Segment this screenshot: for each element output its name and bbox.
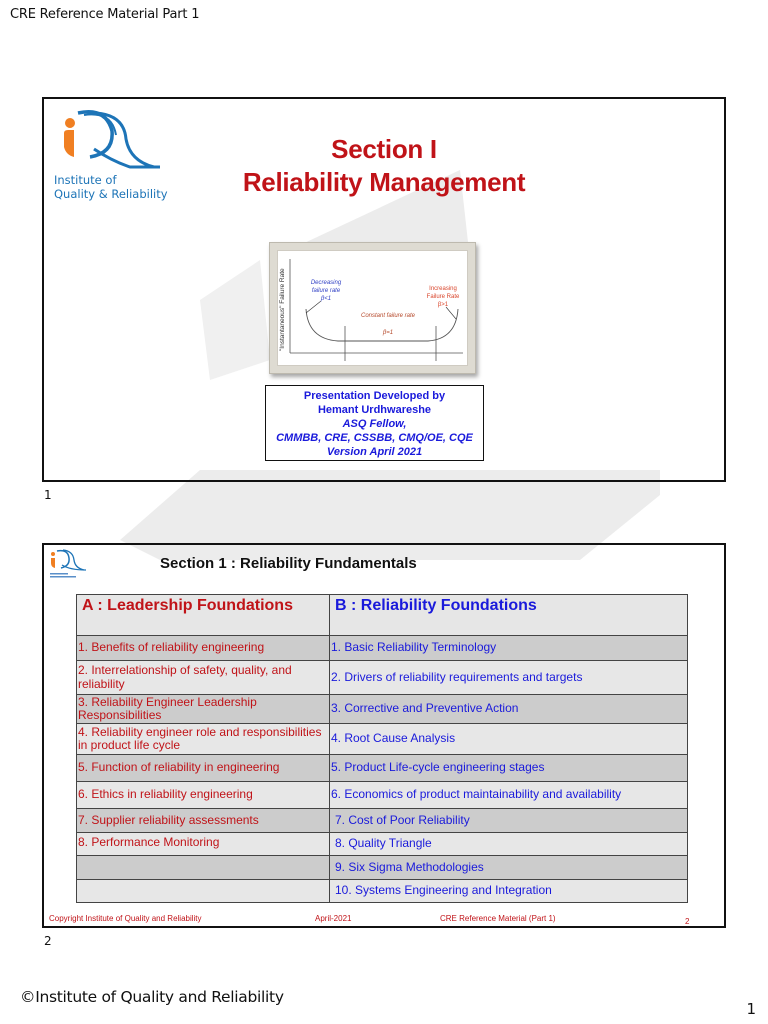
increasing-label: Increasing	[429, 286, 457, 292]
document-header: CRE Reference Material Part 1	[10, 7, 200, 22]
leadership-topic	[76, 879, 330, 903]
constant-label: Constant failure rate	[361, 313, 416, 319]
table-row: 4. Reliability engineer role and respons…	[76, 723, 688, 755]
leadership-topic	[76, 855, 330, 880]
slide-footer-copyright: Copyright Institute of Quality and Relia…	[49, 914, 202, 923]
reliability-topic: 9. Six Sigma Methodologies	[329, 855, 688, 880]
leadership-topic: 6. Ethics in reliability engineering	[76, 781, 330, 809]
presenter-credits: Presentation Developed by Hemant Urdhwar…	[265, 385, 484, 461]
credit-certifications: CMMBB, CRE, CSSBB, CMQ/OE, CQE	[276, 432, 473, 444]
leadership-topic: 3. Reliability Engineer Leadership Respo…	[76, 694, 330, 724]
credit-fellow: ASQ Fellow,	[342, 418, 407, 430]
reliability-topic: 2. Drivers of reliability requirements a…	[329, 660, 688, 695]
bathtub-curve-chart: "Instantaneous" Failure Rate Decreasing …	[279, 259, 463, 361]
logo-line-2: Quality & Reliability	[54, 187, 168, 201]
reliability-topic: 1. Basic Reliability Terminology	[329, 635, 688, 661]
title-line-2: Reliability Management	[242, 167, 526, 197]
slide-title: Section 1 : Reliability Fundamentals	[160, 555, 417, 572]
decreasing-label: Decreasing	[311, 280, 342, 286]
credit-author: Hemant Urdhwareshe	[317, 404, 432, 416]
reliability-topic: 4. Root Cause Analysis	[329, 723, 688, 755]
reliability-topic: 7. Cost of Poor Reliability	[329, 808, 688, 833]
topics-table: A : Leadership Foundations B : Reliabili…	[76, 594, 688, 903]
slide-footer-page: 2	[685, 917, 690, 926]
table-row: 5. Function of reliability in engineerin…	[76, 754, 688, 782]
document-copyright: ©Institute of Quality and Reliability	[20, 988, 284, 1006]
credit-version: Version April 2021	[326, 446, 423, 458]
slide-footer-date: April-2021	[315, 914, 352, 923]
credit-line-1: Presentation Developed by	[303, 390, 446, 402]
increasing-label-2: Failure Rate	[427, 294, 460, 300]
table-row: 3. Reliability Engineer Leadership Respo…	[76, 694, 688, 724]
increasing-beta: β>1	[438, 302, 449, 308]
reliability-topic: 3. Corrective and Preventive Action	[329, 694, 688, 724]
iqr-logo-icon	[50, 549, 86, 578]
reliability-topic: 8. Quality Triangle	[329, 832, 688, 856]
table-row: 8. Performance Monitoring 8. Quality Tri…	[76, 832, 688, 856]
decreasing-beta: β<1	[320, 296, 331, 302]
table-row: 6. Ethics in reliability engineering 6. …	[76, 781, 688, 809]
table-row: 2. Interrelationship of safety, quality,…	[76, 660, 688, 695]
slide-number-2: 2	[44, 934, 52, 948]
leadership-topic: 8. Performance Monitoring	[76, 832, 330, 856]
table-row: 1. Benefits of reliability engineering 1…	[76, 635, 688, 661]
column-header-leadership: A : Leadership Foundations	[76, 594, 330, 636]
leadership-topic: 7. Supplier reliability assessments	[76, 808, 330, 833]
slide-number-1: 1	[44, 488, 52, 502]
slide-footer-doc: CRE Reference Material (Part 1)	[440, 914, 556, 923]
table-row: 7. Supplier reliability assessments 7. C…	[76, 808, 688, 833]
reliability-topic: 6. Economics of product maintainability …	[329, 781, 688, 809]
slide-1-title: Institute of Quality & Reliability Secti…	[42, 97, 726, 482]
logo-text: Institute of Quality & Reliability	[54, 173, 168, 201]
reliability-topic: 10. Systems Engineering and Integration	[329, 879, 688, 903]
table-row: 9. Six Sigma Methodologies	[76, 855, 688, 880]
title-line-1: Section I	[331, 134, 437, 164]
decreasing-label-2: failure rate	[312, 288, 341, 294]
bathtub-curve-figure: "Instantaneous" Failure Rate Decreasing …	[269, 242, 476, 374]
column-header-reliability: B : Reliability Foundations	[329, 594, 688, 636]
leadership-topic: 2. Interrelationship of safety, quality,…	[76, 660, 330, 695]
slide-title: Section I Reliability Management	[204, 133, 564, 199]
reliability-topic: 5. Product Life-cycle engineering stages	[329, 754, 688, 782]
y-axis-label: "Instantaneous" Failure Rate	[279, 268, 286, 351]
iqr-logo-icon	[64, 110, 160, 169]
slide-2-fundamentals: Section 1 : Reliability Fundamentals A :…	[42, 543, 726, 928]
constant-beta: β=1	[382, 330, 393, 336]
leadership-topic: 4. Reliability engineer role and respons…	[76, 723, 330, 755]
table-row: 10. Systems Engineering and Integration	[76, 879, 688, 903]
logo-line-1: Institute of	[54, 173, 117, 187]
leadership-topic: 1. Benefits of reliability engineering	[76, 635, 330, 661]
document-page-number: 1	[746, 1000, 756, 1018]
leadership-topic: 5. Function of reliability in engineerin…	[76, 754, 330, 782]
